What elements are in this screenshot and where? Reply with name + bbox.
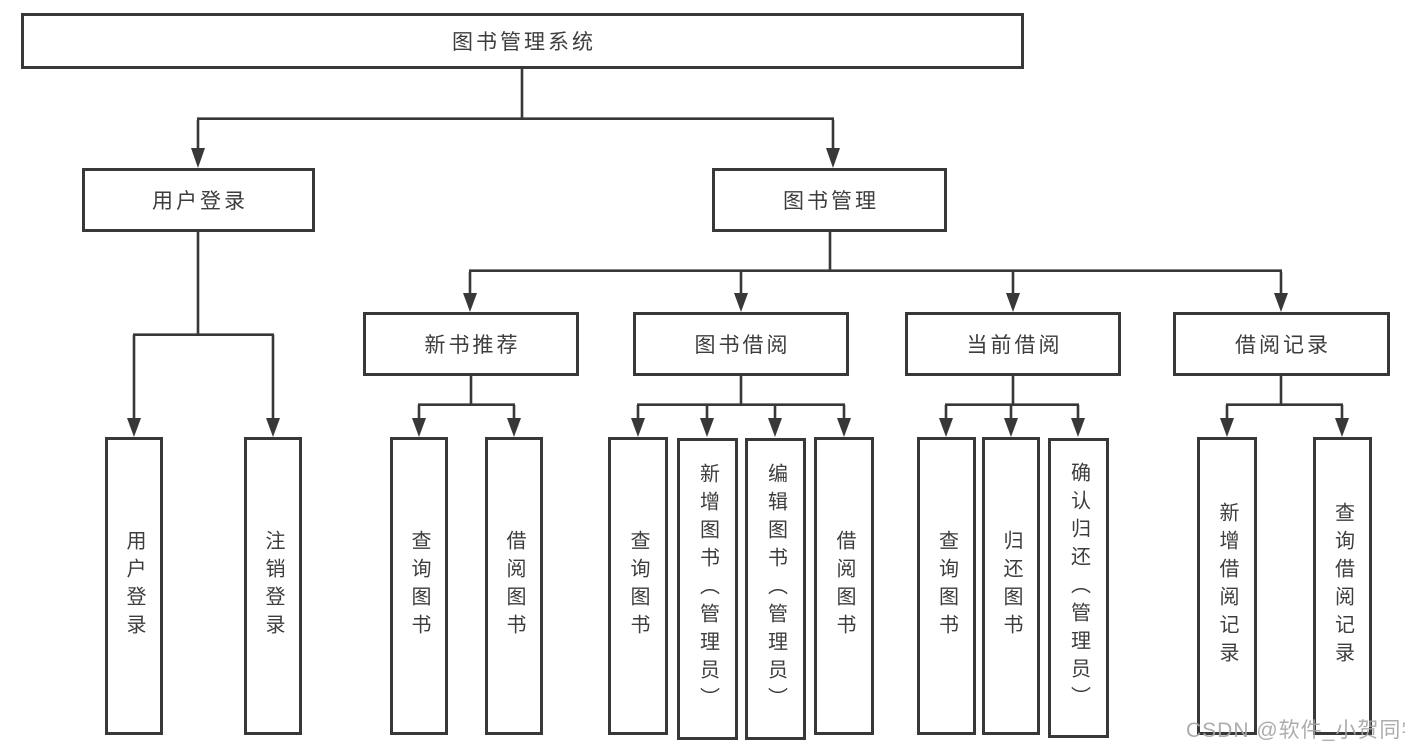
leaf-confirm-return-admin: 确认归还（管理员） xyxy=(1048,438,1109,738)
node-current-borrowing: 当前借阅 xyxy=(905,312,1121,376)
leaf-query-borrow-record: 查询借阅记录 xyxy=(1313,437,1372,735)
csdn-watermark: CSDN @软件_小贺同学 xyxy=(1186,719,1405,742)
leaf-add-book-admin: 新增图书（管理员） xyxy=(677,438,738,740)
node-root: 图书管理系统 xyxy=(21,13,1024,69)
node-borrowing-records: 借阅记录 xyxy=(1173,312,1390,376)
arrowheads xyxy=(127,148,1349,437)
leaf-query-books-recommend: 查询图书 xyxy=(390,437,448,735)
connector-current-to-leaves xyxy=(944,376,1080,420)
leaf-query-books-current: 查询图书 xyxy=(917,437,976,735)
leaf-add-borrow-record: 新增借阅记录 xyxy=(1197,437,1257,735)
leaf-borrow-books-recommend: 借阅图书 xyxy=(485,437,543,735)
connector-borrowing-to-leaves xyxy=(636,376,846,420)
connector-records-to-leaves xyxy=(1225,376,1344,420)
leaf-return-books: 归还图书 xyxy=(982,437,1040,735)
leaf-logout: 注销登录 xyxy=(244,437,302,735)
leaf-edit-book-admin: 编辑图书（管理员） xyxy=(745,438,806,740)
leaf-query-books-borrowing: 查询图书 xyxy=(608,437,668,735)
node-book-management: 图书管理 xyxy=(712,168,947,232)
node-new-book-recommend: 新书推荐 xyxy=(363,312,579,376)
node-user-login: 用户登录 xyxy=(82,168,315,232)
node-book-borrowing: 图书借阅 xyxy=(633,312,849,376)
connector-root-to-level2 xyxy=(196,69,835,150)
leaf-user-login: 用户登录 xyxy=(105,437,163,735)
connector-newbook-to-leaves xyxy=(417,376,516,420)
leaf-borrow-books-borrowing: 借阅图书 xyxy=(814,437,874,735)
connector-bookmgmt-to-level3 xyxy=(468,232,1283,294)
connector-userlogin-to-leaves xyxy=(132,232,275,420)
